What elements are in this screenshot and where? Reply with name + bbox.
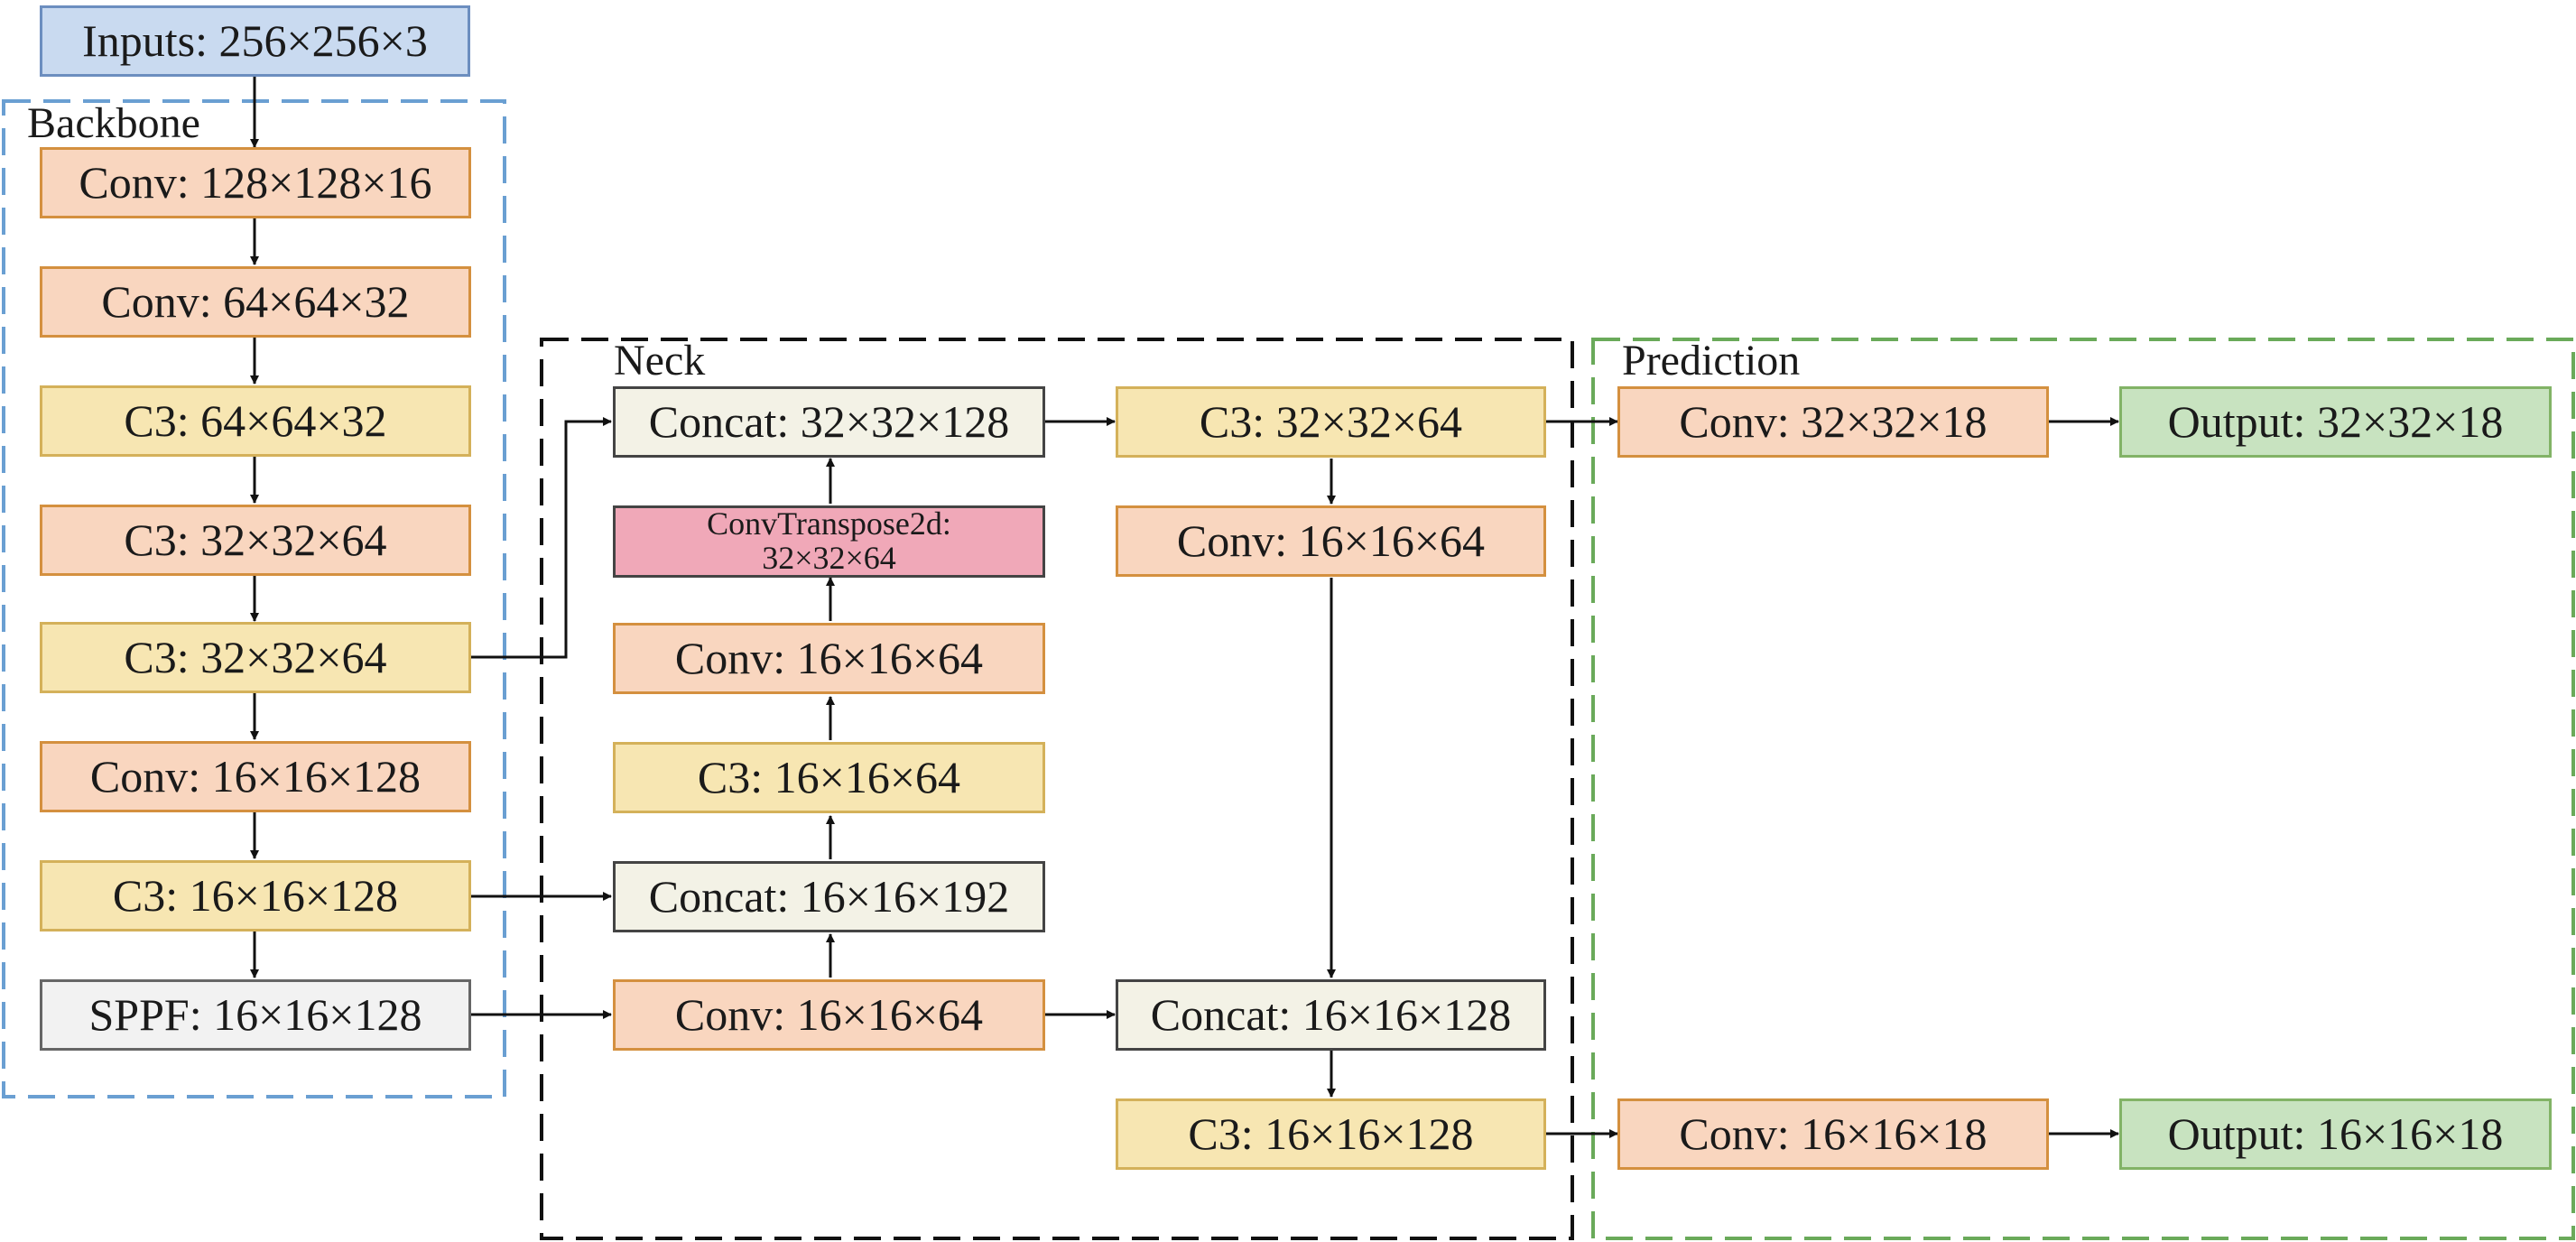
backbone-c3-1: C3: 64×64×32: [40, 385, 471, 457]
prediction-group-border: [1591, 338, 2575, 1240]
prediction-conv-2: Conv: 16×16×18: [1617, 1098, 2049, 1170]
backbone-conv-3: Conv: 16×16×128: [40, 741, 471, 812]
prediction-output-2: Output: 16×16×18: [2119, 1098, 2552, 1170]
backbone-sppf: SPPF: 16×16×128: [40, 979, 471, 1051]
neck-group-border: [540, 338, 1574, 1240]
neck-concat-3: Concat: 16×16×128: [1116, 979, 1546, 1051]
prediction-group-label: Prediction: [1622, 337, 1801, 385]
neck-conv-3: Conv: 16×16×64: [1116, 505, 1546, 577]
backbone-conv-2: Conv: 64×64×32: [40, 266, 471, 338]
neck-conv-1: Conv: 16×16×64: [613, 623, 1045, 694]
neck-concat-1: Concat: 32×32×128: [613, 386, 1045, 458]
backbone-conv-1: Conv: 128×128×16: [40, 147, 471, 218]
neck-convtranspose2d: ConvTranspose2d: 32×32×64: [613, 505, 1045, 578]
backbone-c3-2: C3: 32×32×64: [40, 505, 471, 576]
neck-concat-2: Concat: 16×16×192: [613, 861, 1045, 932]
backbone-c3-4: C3: 16×16×128: [40, 860, 471, 932]
backbone-c3-3: C3: 32×32×64: [40, 622, 471, 693]
neck-group-label: Neck: [614, 337, 706, 385]
neck-c3-1: C3: 16×16×64: [613, 742, 1045, 813]
neck-c3-3: C3: 16×16×128: [1116, 1098, 1546, 1170]
backbone-group-label: Backbone: [27, 99, 200, 147]
convtranspose-label: ConvTranspose2d: 32×32×64: [707, 505, 951, 576]
prediction-output-1: Output: 32×32×18: [2119, 386, 2552, 458]
neck-c3-2: C3: 32×32×64: [1116, 386, 1546, 458]
neck-conv-2: Conv: 16×16×64: [613, 979, 1045, 1051]
arrow-c3-3-to-neck-concat1: [471, 417, 612, 659]
prediction-conv-1: Conv: 32×32×18: [1617, 386, 2049, 458]
inputs-node: Inputs: 256×256×3: [40, 5, 470, 77]
